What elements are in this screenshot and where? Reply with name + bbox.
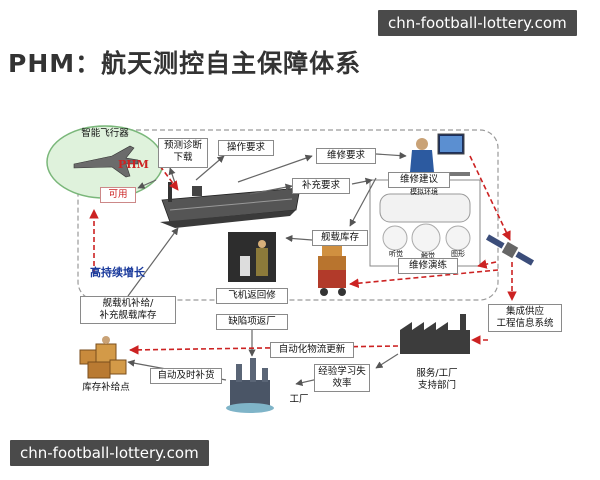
system-boundary	[77, 129, 499, 301]
shipboard-stock-box: 舰载库存	[312, 230, 368, 246]
supply-req-box: 补充要求	[292, 178, 350, 194]
maint-drill-box: 维修演练	[398, 258, 458, 274]
arrow-red-satellite-panel	[477, 259, 497, 269]
maint-advice-box: 维修建议	[388, 172, 450, 188]
phm-badge: PHM	[118, 158, 149, 171]
hangar-icon	[228, 232, 276, 282]
stock-point-label: 库存补给点	[82, 382, 130, 393]
arrow-advice-stock	[349, 177, 377, 227]
auto-replenish-box: 自动及时补货	[150, 368, 222, 384]
return-repair-box: 飞机返回修	[216, 288, 288, 304]
arrow-service-experience	[375, 353, 399, 369]
arrow-maint-to-tech	[375, 151, 407, 160]
integrated-system-box: 集成供应 工程信息系统	[488, 304, 562, 332]
listen-label: 听觉	[389, 250, 403, 258]
arrow-supply-carrier	[127, 227, 179, 297]
sustain-label: 高持续增长	[90, 266, 145, 279]
aircraft-supply-box: 舰载机补给/ 补充舰载库存	[80, 296, 176, 324]
satellite-icon	[485, 234, 535, 266]
technician-icon	[404, 133, 470, 176]
experience-box: 经验学习失 效率	[314, 364, 370, 392]
carrier-icon	[160, 182, 301, 228]
maintenance-req-box: 维修要求	[316, 148, 376, 164]
aircraft-label: 智能飞行器	[81, 128, 129, 139]
touch-label: 触觉	[421, 252, 435, 260]
page-title: PHM：航天测控自主保障体系	[8, 49, 362, 78]
watermark-bottom: chn-football-lottery.com	[10, 440, 209, 466]
cart-icon	[318, 244, 346, 296]
arrow-stock-carrier	[285, 234, 313, 243]
arrow-supply	[249, 183, 293, 195]
image-label: 图形	[451, 250, 465, 258]
operation-req-box: 操作要求	[218, 140, 274, 156]
watermark-top: chn-football-lottery.com	[378, 10, 577, 36]
arrow-available	[137, 179, 157, 189]
arrow-red-satellite-cart	[349, 269, 499, 288]
arrow-to-advice	[351, 177, 373, 185]
auto-logistics-box: 自动化物流更新	[270, 342, 354, 358]
factory-label: 工厂	[289, 394, 309, 405]
stock-boxes-icon	[79, 336, 127, 379]
defect-return-box: 缺陷项返厂	[216, 314, 288, 330]
arrow-red-logistics	[129, 345, 399, 355]
service-dept-label: 服务/工厂 支持部门	[416, 368, 458, 391]
factory-icon	[226, 358, 274, 413]
service-factory-icon	[400, 314, 470, 354]
arrow-red-jet-carrier	[159, 165, 179, 191]
sim-env-label: 模拟环境	[410, 188, 438, 196]
arrow-operation	[195, 155, 225, 181]
jet-icon	[73, 145, 139, 178]
available-box: 可用	[100, 187, 136, 203]
arrow-maint-req	[237, 154, 313, 183]
predict-box: 预测诊断 下载	[158, 138, 208, 168]
